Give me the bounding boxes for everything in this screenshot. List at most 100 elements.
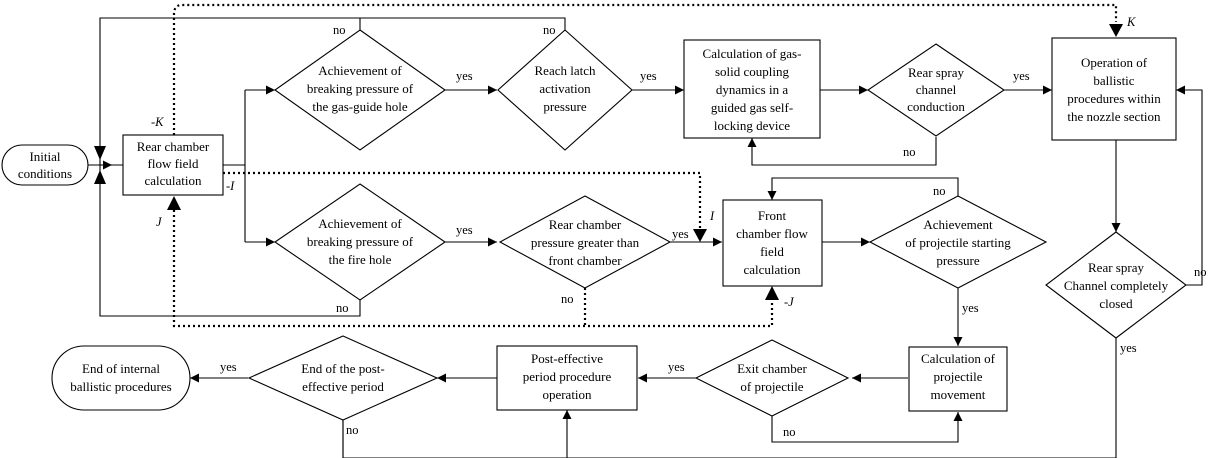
signal-i-arrowhead (693, 229, 707, 242)
exit-chamber-line-2: of projectile (740, 379, 803, 394)
projectile-movement-box (908, 346, 1008, 412)
projectile-start-diamond (868, 195, 1048, 289)
label-no-rear-gt-front: no (561, 292, 574, 306)
break-gas-guide-line-1: Achievement of (318, 63, 402, 78)
edge-break-gas-no (99, 17, 361, 165)
label-no-latch: no (543, 23, 556, 37)
break-gas-guide-diamond (274, 29, 446, 151)
projectile-movement-line-3: movement (931, 387, 986, 402)
edge-break-fire-no (99, 165, 361, 317)
post-op-line-2: period procedure (523, 369, 612, 384)
spray-closed-line-3: closed (1099, 296, 1133, 311)
gas-solid-line-5: locking device (714, 118, 790, 133)
spray-closed-line-2: Channel completely (1064, 278, 1169, 293)
label-yes-exit: yes (668, 360, 685, 374)
break-fire-line-2: breaking pressure of (307, 234, 414, 249)
latch-activation-diamond (497, 29, 633, 151)
projectile-start-line-1: Achievement (923, 217, 993, 232)
label-yes-break-fire: yes (456, 223, 473, 237)
label-no-end-post: no (346, 423, 359, 437)
rear-chamber-calc-line-1: Rear chamber (137, 139, 210, 154)
nozzle-line-1: Operation of (1081, 55, 1148, 70)
junction-arrow-top (94, 146, 106, 160)
rear-chamber-calc-line-2: flow field (148, 156, 199, 171)
end-terminal-line-1: End of internal (82, 361, 160, 376)
label-yes-break-gas: yes (456, 69, 473, 83)
label-no-spray-cond: no (903, 145, 916, 159)
signal-k-arrowhead (1109, 24, 1123, 37)
latch-activation-line-2: activation (539, 81, 591, 96)
gas-solid-line-2: solid coupling (715, 64, 790, 79)
signal-neg-j-arrowhead (765, 286, 779, 300)
break-fire-line-3: the fire hole (329, 252, 392, 267)
exit-chamber-line-1: Exit chamber (737, 361, 807, 376)
rear-spray-conduction-line-1: Rear spray (908, 65, 964, 80)
gas-solid-line-3: dynamics in a (716, 82, 788, 97)
rear-chamber-calc-line-3: calculation (144, 173, 202, 188)
edge-exit-no (771, 412, 963, 443)
edge-proj-start-no (767, 177, 959, 200)
latch-activation-line-3: pressure (543, 99, 587, 114)
rear-spray-conduction-line-3: conduction (907, 99, 965, 114)
spray-closed-diamond (1045, 231, 1187, 339)
rear-greater-front-diamond (498, 195, 672, 289)
label-yes-latch: yes (640, 69, 657, 83)
junction-arrow-bottom (94, 170, 106, 184)
front-chamber-line-4: calculation (743, 262, 801, 277)
label-no-spray-closed: no (1194, 265, 1207, 279)
break-gas-guide-line-3: the gas-guide hole (312, 99, 408, 114)
projectile-movement-line-2: projectile (933, 369, 982, 384)
label-i: I (709, 209, 715, 223)
rear-spray-conduction-diamond (867, 43, 1005, 137)
post-effective-op-box (496, 345, 638, 411)
break-fire-hole-diamond (274, 183, 446, 301)
post-op-line-3: operation (542, 387, 592, 402)
connectors (88, 17, 1203, 458)
end-post-effective-diamond (247, 335, 439, 421)
start-terminal (1, 144, 89, 186)
break-fire-line-1: Achievement of (318, 216, 402, 231)
label-neg-i: -I (226, 179, 235, 193)
post-op-line-1: Post-effective (531, 351, 603, 366)
label-j: J (156, 215, 163, 229)
start-terminal-line-1: Initial (29, 149, 60, 164)
nozzle-line-2: ballistic (1093, 73, 1134, 88)
end-post-line-1: End of the post- (301, 361, 384, 376)
signal-j-arrowhead (167, 196, 181, 210)
edge-spray-closed-no (1176, 85, 1203, 286)
edge-labels: yes yes yes no no no yes yes no no no ye… (151, 15, 1207, 439)
front-chamber-calc-box (722, 199, 823, 287)
rear-greater-front-line-2: pressure greater than (531, 235, 640, 250)
label-yes-spray-cond: yes (1013, 69, 1030, 83)
front-chamber-line-1: Front (758, 208, 787, 223)
nozzle-line-4: the nozzle section (1067, 109, 1161, 124)
nozzle-line-3: procedures within (1067, 91, 1161, 106)
label-neg-j: -J (784, 295, 795, 309)
label-yes-rear-gt-front: yes (672, 227, 689, 241)
end-terminal-line-2: ballistic procedures (70, 379, 171, 394)
gas-solid-line-1: Calculation of gas- (703, 46, 802, 61)
projectile-movement-line-1: Calculation of (921, 351, 996, 366)
edge-end-post-no (342, 410, 572, 458)
label-k: K (1126, 15, 1136, 29)
signal-i-line (223, 171, 702, 228)
projectile-start-line-2: of projectile starting (905, 235, 1011, 250)
gas-solid-line-4: guided gas self- (711, 100, 793, 115)
rear-spray-conduction-line-2: channel (916, 82, 957, 97)
label-neg-k: -K (151, 115, 164, 129)
rear-greater-front-line-3: front chamber (548, 253, 622, 268)
signal-lines (167, 3, 1123, 328)
edge-spray-cond-no (747, 137, 937, 166)
end-terminal (51, 345, 191, 411)
latch-activation-line-1: Reach latch (535, 63, 596, 78)
projectile-start-line-3: pressure (936, 253, 980, 268)
nozzle-section-box (1051, 37, 1177, 141)
edge-latch-no (360, 17, 566, 30)
label-yes-proj-start: yes (962, 301, 979, 315)
label-yes-end-post: yes (220, 360, 237, 374)
signal-k-line (172, 3, 1118, 135)
front-chamber-line-3: field (760, 244, 784, 259)
rear-greater-front-line-1: Rear chamber (549, 217, 622, 232)
label-no-break-fire: no (336, 301, 349, 315)
